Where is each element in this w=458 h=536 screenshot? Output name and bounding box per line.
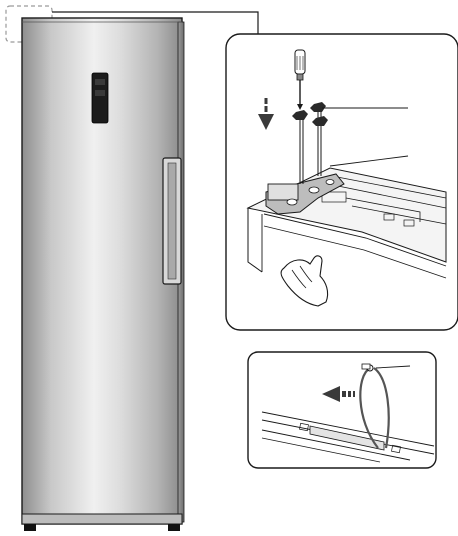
screw-icon bbox=[312, 116, 328, 126]
hand-icon bbox=[280, 255, 329, 307]
foot-right bbox=[168, 524, 180, 531]
callout-line bbox=[375, 365, 411, 369]
hinge-plate bbox=[265, 173, 345, 215]
arrow-left-icon bbox=[322, 386, 355, 402]
arrow-down-icon bbox=[258, 98, 274, 130]
cable-icon bbox=[359, 363, 390, 449]
screw-icon bbox=[292, 110, 308, 184]
cable-detail bbox=[247, 351, 437, 469]
refrigerator bbox=[5, 5, 185, 531]
screwdriver-icon bbox=[294, 49, 306, 110]
control-display bbox=[91, 72, 109, 124]
hinge-detail bbox=[225, 33, 458, 331]
callout-line bbox=[329, 155, 409, 167]
cable-detail-frame bbox=[247, 351, 437, 469]
leader-line bbox=[52, 11, 259, 40]
door-handle bbox=[162, 157, 182, 285]
fridge-base bbox=[21, 513, 183, 525]
hinge-block bbox=[267, 183, 299, 201]
foot-left bbox=[24, 524, 36, 531]
